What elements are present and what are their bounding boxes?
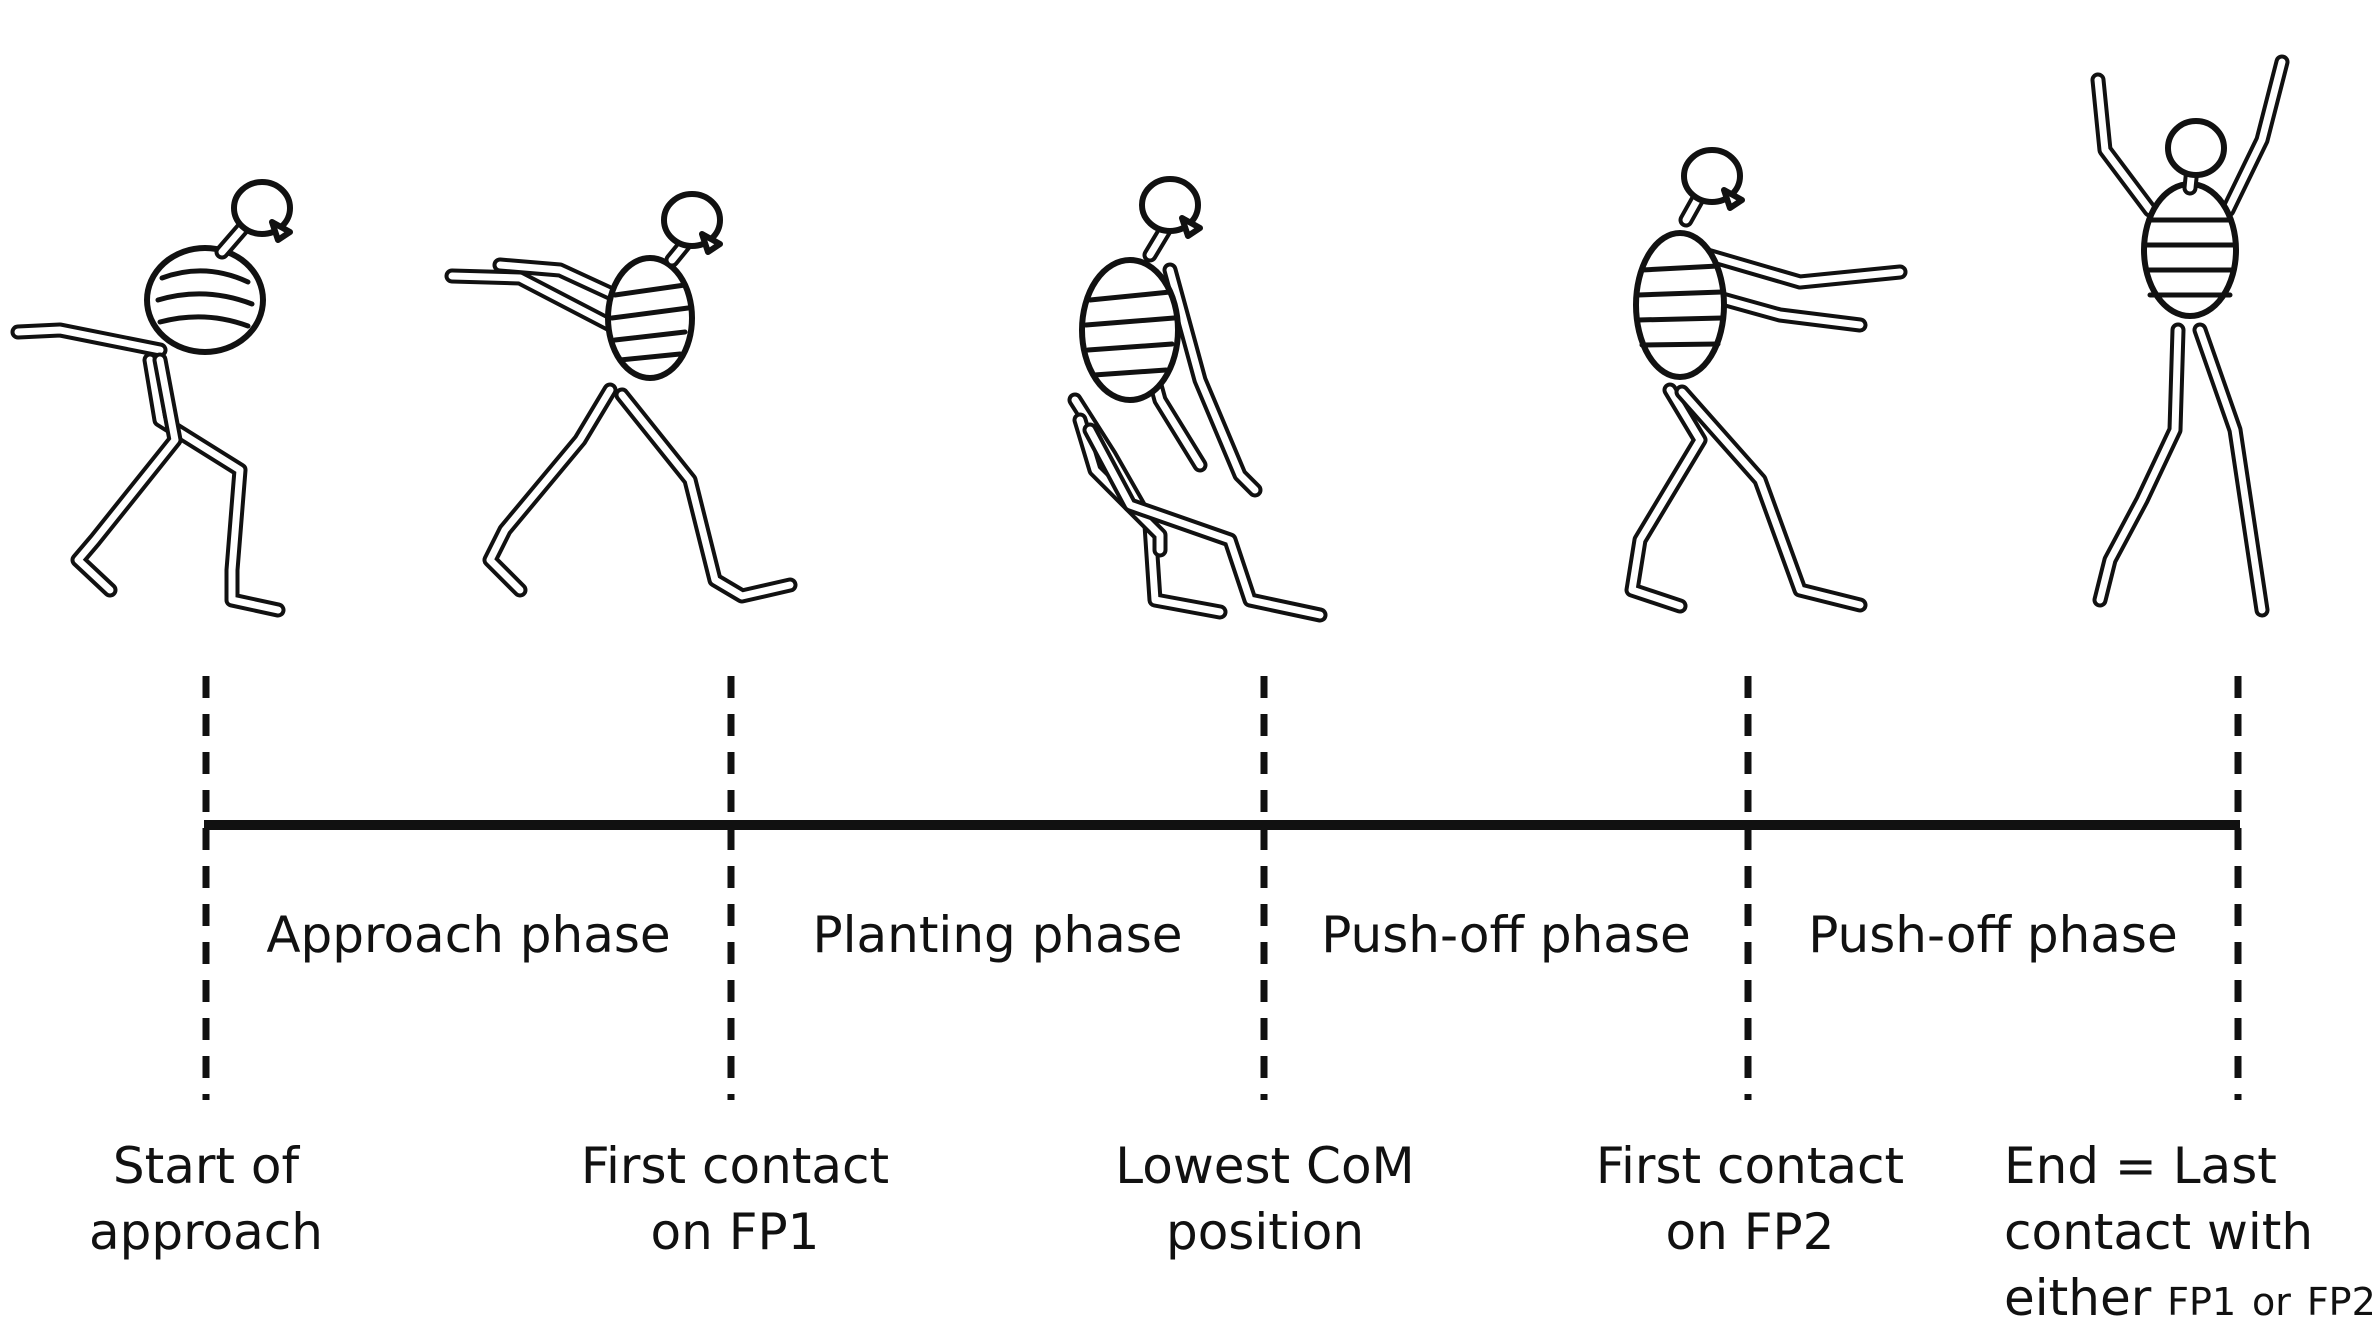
phase-approach-label: Approach phase [266, 906, 671, 964]
event-com-label: Lowest CoM position [1115, 1137, 1415, 1261]
skeleton-approach-icon [10, 179, 293, 618]
event-fp1-label: First contact on FP1 [580, 1137, 890, 1261]
skeleton-fp1-contact-icon [444, 191, 798, 604]
phase-planting-label: Planting phase [812, 906, 1183, 964]
skeleton-pushoff-icon [1624, 147, 1908, 614]
phase-pushoff-label-2: Push-off phase [1808, 906, 2178, 964]
skeleton-squat-icon [1067, 176, 1328, 623]
skeleton-jump-icon [2090, 54, 2290, 618]
event-fp2-label: First contact on FP2 [1595, 1137, 1905, 1261]
phase-pushoff-label-1: Push-off phase [1321, 906, 1691, 964]
event-end-label: End = Last contact with either FP1 or FP… [2004, 1137, 2376, 1327]
event-start-label: Start of approach [89, 1137, 323, 1261]
